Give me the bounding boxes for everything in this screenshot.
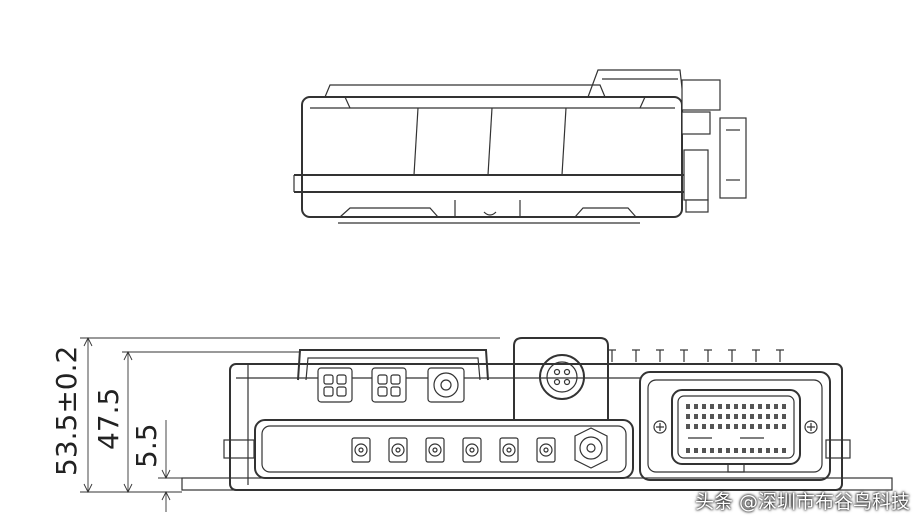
connector-pin [726, 424, 730, 429]
connector-pin [686, 404, 690, 409]
connector-pin [774, 404, 778, 409]
connector-pin [718, 424, 722, 429]
connector-pin [702, 404, 706, 409]
connector-pin [782, 404, 786, 409]
connector-pin [726, 404, 730, 409]
connector-pin [742, 404, 746, 409]
connector-pin [758, 414, 762, 419]
connector-pin [718, 448, 722, 453]
connector-pin [702, 424, 706, 429]
base-height-dimension: 5.5 [130, 423, 163, 468]
connector-pin [726, 414, 730, 419]
connector-pin [766, 414, 770, 419]
connector-pin [734, 404, 738, 409]
connector-pin [750, 448, 754, 453]
connector-pin [726, 448, 730, 453]
body-height-dimension: 47.5 [92, 388, 125, 450]
connector-pin [774, 448, 778, 453]
connector-pin [750, 404, 754, 409]
connector-pin [774, 414, 778, 419]
watermark-text: 头条 @深圳市布谷鸟科技 [694, 491, 910, 513]
coax-connector-row [351, 437, 556, 463]
connector-pin [718, 404, 722, 409]
front-view [181, 337, 893, 491]
connector-pin [782, 424, 786, 429]
connector-pin [694, 414, 698, 419]
side-view [293, 69, 747, 224]
connector-pin-grid [686, 404, 786, 453]
connector-pin [694, 424, 698, 429]
connector-pin [702, 448, 706, 453]
connector-pin [686, 414, 690, 419]
connector-pin [694, 404, 698, 409]
connector-pin [686, 448, 690, 453]
connector-pin [734, 448, 738, 453]
connector-pin [702, 414, 706, 419]
connector-pin [694, 448, 698, 453]
dimension-lines [80, 336, 500, 512]
connector-pin [710, 414, 714, 419]
connector-pin [758, 424, 762, 429]
connector-pin [742, 414, 746, 419]
connector-pin [766, 448, 770, 453]
connector-pin [750, 424, 754, 429]
connector-pin [742, 424, 746, 429]
connector-pin [718, 414, 722, 419]
connector-pin [782, 448, 786, 453]
connector-pin [742, 448, 746, 453]
connector-pin [758, 448, 762, 453]
connector-pin [766, 404, 770, 409]
connector-pin [774, 424, 778, 429]
connector-pin [710, 448, 714, 453]
connector-pin [782, 414, 786, 419]
connector-pin [758, 404, 762, 409]
connector-pin [686, 424, 690, 429]
connector-pin [766, 424, 770, 429]
overall-height-dimension: 53.5±0.2 [50, 346, 83, 476]
connector-pin [734, 424, 738, 429]
connector-pin [710, 404, 714, 409]
connector-pin [710, 424, 714, 429]
connector-pin [750, 414, 754, 419]
connector-pin [734, 414, 738, 419]
